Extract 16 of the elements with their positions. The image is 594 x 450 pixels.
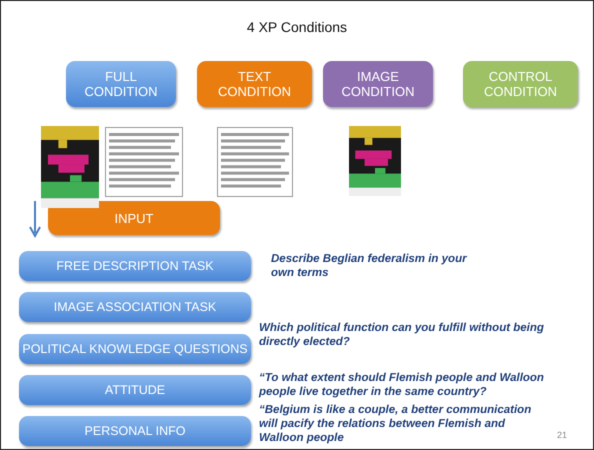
question-text: “To what extent should Flemish people and Walloon people live together in the same country? [259, 371, 545, 399]
slide-title: 4 XP Conditions [246, 19, 348, 35]
condition-box: CONTROL CONDITION [463, 61, 578, 107]
task-box: ATTITUDE [19, 375, 251, 405]
question-text: “Belgium is like a couple, a better communication will pacify the relations between Flemish and Walloon people [259, 403, 532, 445]
task-box: PERSONAL INFO [19, 416, 251, 446]
question-text: Describe Beglian federalism in your own terms [271, 252, 468, 280]
task-box: IMAGE ASSOCIATION TASK [19, 292, 251, 322]
task-box: POLITICAL KNOWLEDGE QUESTIONS [19, 334, 251, 364]
task-box: FREE DESCRIPTION TASK [19, 251, 251, 281]
condition-box: IMAGE CONDITION [323, 61, 433, 107]
question-text: Which political function can you fulfill without being directly elected? [259, 321, 545, 349]
input-box: INPUT [48, 201, 220, 235]
condition-box: FULL CONDITION [66, 61, 176, 107]
condition-box: TEXT CONDITION [197, 61, 312, 107]
page-number: 21 [557, 429, 568, 442]
